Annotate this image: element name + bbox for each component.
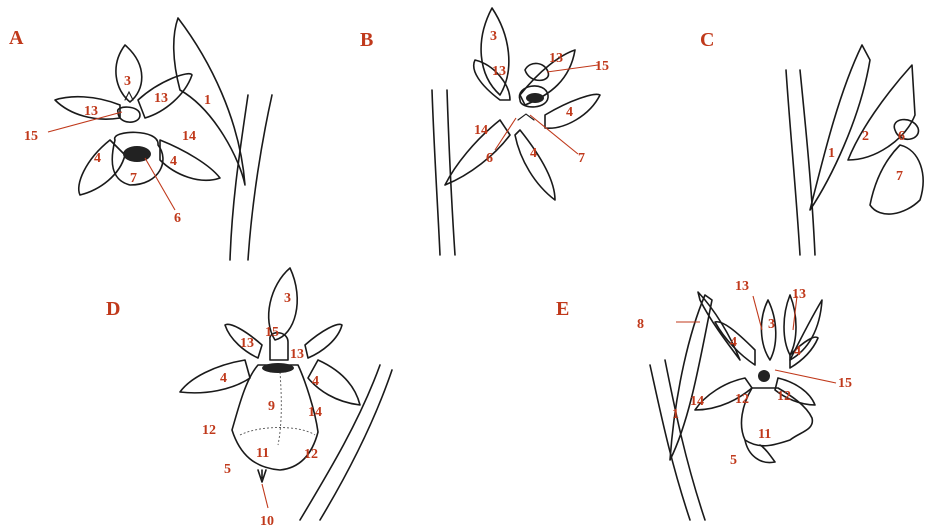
label-d-12-left: 12 — [202, 423, 216, 438]
label-d-5: 5 — [224, 462, 231, 477]
label-a-15: 15 — [24, 129, 38, 144]
panel-a-drawing — [55, 18, 272, 260]
label-a-14: 14 — [182, 129, 196, 144]
label-c-6: 6 — [898, 129, 905, 144]
panel-c-drawing — [786, 45, 923, 255]
label-d-14: 14 — [308, 405, 322, 420]
label-b-3: 3 — [490, 29, 497, 44]
label-c-2: 2 — [862, 129, 869, 144]
label-a-7: 7 — [130, 171, 137, 186]
panel-letter-e: E — [556, 298, 569, 320]
panel-letter-b: B — [360, 29, 373, 51]
label-e-15: 15 — [838, 376, 852, 391]
label-a-13-right: 13 — [154, 91, 168, 106]
label-d-12-right: 12 — [304, 447, 318, 462]
label-d-9: 9 — [268, 399, 275, 414]
label-b-13-right: 13 — [549, 51, 563, 66]
label-d-15: 15 — [265, 325, 279, 340]
label-e-5: 5 — [730, 453, 737, 468]
panel-b-drawing — [432, 8, 600, 255]
label-e-14: 14 — [690, 394, 704, 409]
label-d-3: 3 — [284, 291, 291, 306]
panel-letter-d: D — [106, 298, 120, 320]
label-a-1: 1 — [204, 93, 211, 108]
label-b-4-bottom: 4 — [530, 146, 537, 161]
label-e-8: 8 — [637, 317, 644, 332]
label-d-10: 10 — [260, 514, 274, 528]
label-e-3: 3 — [768, 317, 775, 332]
label-a-3: 3 — [124, 74, 131, 89]
label-e-12-left: 12 — [735, 392, 749, 407]
label-b-7: 7 — [578, 151, 585, 166]
label-e-11: 11 — [758, 427, 771, 442]
label-d-13-left: 13 — [240, 336, 254, 351]
label-b-13-left: 13 — [492, 64, 506, 79]
label-c-7: 7 — [896, 169, 903, 184]
label-b-6: 6 — [486, 151, 493, 166]
label-e-1: 1 — [672, 407, 679, 422]
label-b-14: 14 — [474, 123, 488, 138]
label-e-12-right: 12 — [777, 389, 791, 404]
label-d-13-right: 13 — [290, 347, 304, 362]
label-b-15: 15 — [595, 59, 609, 74]
label-e-4-left: 4 — [730, 335, 737, 350]
panel-letter-a: A — [9, 27, 24, 49]
label-a-6: 6 — [174, 211, 181, 226]
label-d-4-left: 4 — [220, 371, 227, 386]
label-d-11: 11 — [256, 446, 269, 461]
label-e-13-left: 13 — [735, 279, 749, 294]
label-a-4-left: 4 — [94, 151, 101, 166]
label-a-4-right: 4 — [170, 154, 177, 169]
panel-letter-c: C — [700, 29, 714, 51]
label-e-13-right: 13 — [792, 287, 806, 302]
pointer-lines — [48, 65, 836, 508]
label-e-4-right: 4 — [794, 344, 801, 359]
label-a-13-left: 13 — [84, 104, 98, 119]
label-b-4-right: 4 — [566, 105, 573, 120]
label-c-1: 1 — [828, 146, 835, 161]
label-d-4-right: 4 — [312, 374, 319, 389]
